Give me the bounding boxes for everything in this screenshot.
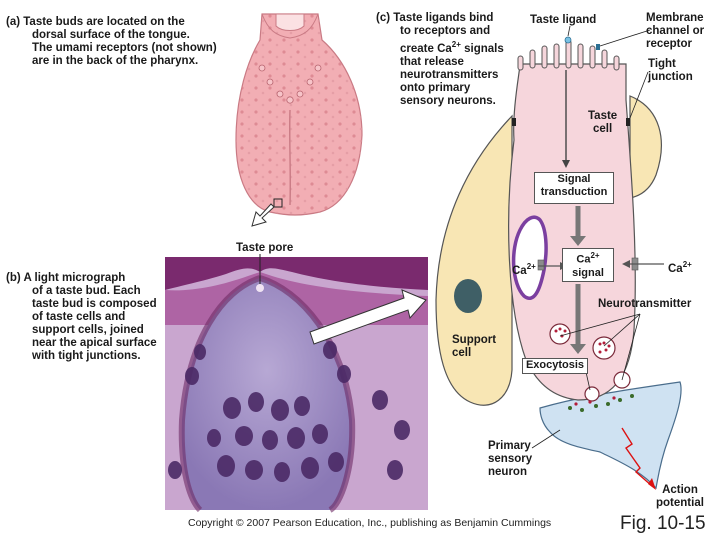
label-tight-junction: Tight junction — [648, 58, 693, 84]
panel-c-line-4: that release — [400, 55, 464, 68]
panel-c-line-1: Taste ligands bind — [393, 12, 494, 24]
label-tight-2: junction — [648, 71, 693, 83]
label-membrane: Membrane channel or receptor — [646, 12, 704, 51]
copyright-notice: Copyright © 2007 Pearson Education, Inc.… — [188, 517, 552, 529]
label-primary-3: neuron — [488, 466, 527, 478]
panel-c-tag: (c) — [376, 12, 391, 24]
panel-c-line-3-pre: create Ca — [400, 42, 452, 55]
exocytosis-box: Exocytosis — [522, 358, 588, 374]
label-taste-cell-2: cell — [593, 123, 613, 135]
label-ca-left-text: Ca — [512, 264, 527, 277]
panel-c-line-7: sensory neurons. — [400, 94, 496, 107]
label-ca-left-sup: 2+ — [526, 262, 536, 271]
panel-b-line-6: near the apical surface — [32, 337, 157, 349]
label-support-2: cell — [452, 347, 472, 359]
label-primary-sensory-neuron: Primary sensory neuron — [488, 440, 532, 479]
label-ca-signal-1: Ca — [576, 253, 591, 266]
panel-b-line-7: with tight junctions. — [32, 350, 141, 362]
label-taste-cell-1: Taste — [588, 110, 618, 122]
label-membrane-3: receptor — [646, 38, 693, 50]
label-neurotransmitter: Neurotransmitter — [598, 298, 692, 310]
panel-b-tag: (b) — [6, 272, 21, 284]
signal-transduction-box: Signal transduction — [534, 172, 614, 204]
label-membrane-2: channel or — [646, 25, 705, 37]
label-ca-signal-sup: 2+ — [590, 251, 600, 260]
panel-b-line-4: of taste cells and — [32, 311, 126, 323]
panel-b-caption: (b) A light micrograph of a taste bud. E… — [6, 272, 157, 363]
label-action-potential: Action potential — [656, 484, 704, 510]
label-ca-right-text: Ca — [668, 262, 683, 275]
micrograph — [165, 254, 428, 513]
panel-a-caption: (a) Taste buds are located on the dorsal… — [6, 16, 217, 68]
panel-c-caption: (c) Taste ligands bind to receptors and … — [376, 12, 504, 108]
ca-signal-box: Ca2+ signal — [562, 248, 614, 282]
label-support-1: Support — [452, 334, 497, 346]
panel-a-line-3: The umami receptors (not shown) — [32, 42, 217, 54]
label-ca-signal-2: signal — [572, 266, 604, 279]
panel-a-tag: (a) — [6, 16, 21, 28]
label-tight-1: Tight — [648, 58, 676, 70]
label-ca-left: Ca2+ — [512, 260, 536, 278]
panel-c-line-3: create Ca2+ signals — [376, 40, 504, 55]
panel-a-line-4: are in the back of the pharynx. — [32, 55, 199, 67]
taste-cell-diagram — [435, 25, 682, 490]
panel-c-line-5: neurotransmitters — [400, 68, 499, 81]
label-ca-right-sup: 2+ — [682, 260, 692, 269]
panel-c-line-6: onto primary — [400, 81, 471, 94]
panel-b-line-5: support cells, joined — [32, 324, 144, 336]
label-taste-pore: Taste pore — [236, 242, 294, 254]
label-action-2: potential — [656, 497, 704, 509]
panel-c-line-3-post: signals — [460, 42, 504, 55]
panel-b-line-1: A light micrograph — [23, 272, 126, 284]
label-primary-2: sensory — [488, 453, 533, 465]
label-taste-ligand: Taste ligand — [530, 14, 597, 26]
label-action-1: Action — [662, 484, 698, 496]
panel-a-line-2: dorsal surface of the tongue. — [32, 29, 190, 41]
label-taste-cell: Taste cell — [588, 110, 617, 136]
label-ca-right: Ca2+ — [668, 258, 692, 276]
label-signal-1: Signal — [557, 173, 591, 185]
panel-c-line-2: to receptors and — [400, 25, 491, 37]
panel-a-line-1: Taste buds are located on the — [23, 16, 185, 28]
panel-c-line-3-sup: 2+ — [451, 40, 461, 49]
label-membrane-1: Membrane — [646, 12, 704, 24]
label-signal-2: transduction — [540, 186, 608, 198]
panel-b-line-3: taste bud is composed — [32, 298, 157, 310]
figure-number: Fig. 10-15 — [620, 513, 706, 534]
label-primary-1: Primary — [488, 440, 531, 452]
label-support-cell: Support cell — [452, 334, 496, 360]
tongue-illustration — [235, 13, 363, 227]
panel-b-line-2: of a taste bud. Each — [32, 285, 141, 297]
